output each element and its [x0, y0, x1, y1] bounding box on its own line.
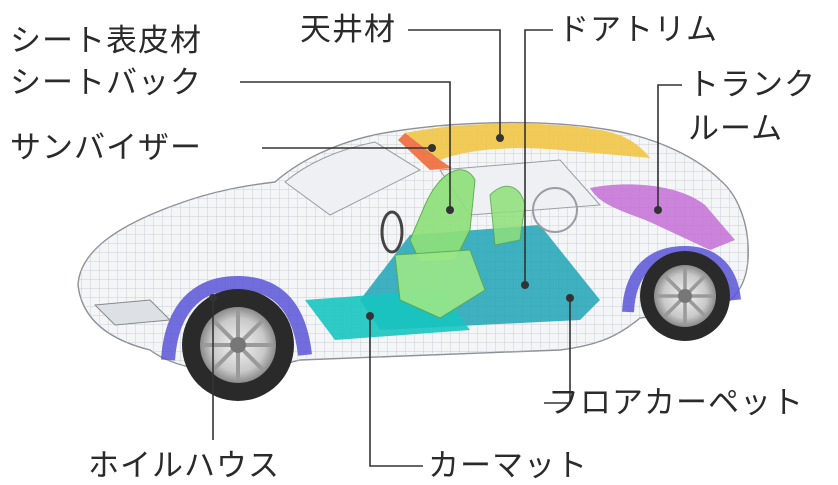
front-wheel	[182, 289, 294, 401]
headliner-area	[405, 123, 650, 160]
label-wheel-house: ホイルハウス	[88, 448, 280, 484]
far-rear-wheel	[532, 187, 578, 233]
leader-dots	[209, 134, 662, 320]
leader-lines	[212, 29, 682, 467]
front-wheel-house	[161, 275, 312, 361]
label-sun-visor: サンバイザー	[10, 130, 202, 166]
steering-wheel	[380, 210, 404, 254]
trunk-area	[590, 184, 735, 250]
label-trunk-1: トランク	[688, 67, 816, 103]
label-seat-back: シートバック	[10, 65, 202, 101]
rear-wheel	[640, 251, 730, 341]
label-door-trim: ドアトリム	[558, 12, 718, 48]
windshield	[284, 141, 422, 216]
headlight	[93, 299, 172, 326]
label-headliner: 天井材	[300, 12, 396, 48]
rear-seat	[489, 185, 526, 246]
front-seat-cushion	[394, 249, 486, 319]
sun-visor-area	[398, 133, 452, 170]
label-seat-skin: シート表皮材	[10, 23, 202, 59]
label-floor-carpet: フロアカーペット	[548, 385, 804, 421]
label-car-mat: カーマット	[428, 448, 588, 484]
label-trunk-2: ルーム	[688, 111, 784, 147]
